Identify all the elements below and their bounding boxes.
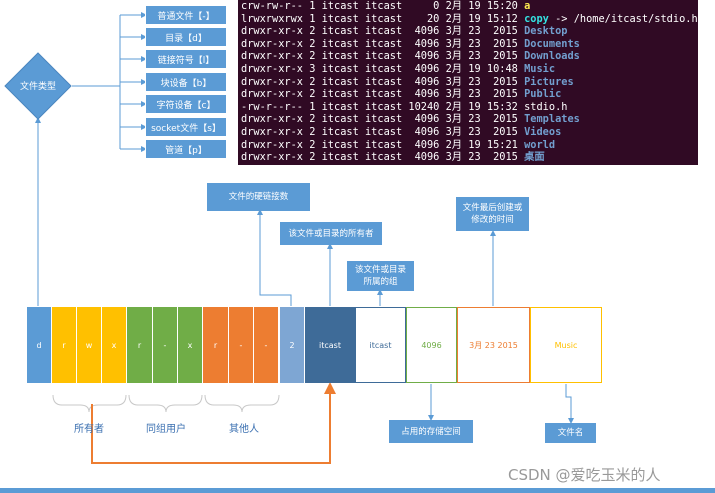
terminal-line-filename: a	[524, 0, 531, 12]
terminal-line-meta: crw-rw-r-- 1 itcast itcast 0 2月 19 15:20	[241, 0, 525, 12]
cell-filename: Music	[530, 307, 602, 383]
terminal-line-meta: drwxr-xr-x 2 itcast itcast 4096 3月 23 20…	[241, 125, 525, 138]
callout-mtime: 文件最后创建或修改的时间	[456, 197, 529, 231]
type-regular-file: 普通文件【-】	[145, 5, 227, 25]
terminal-line: drwxr-xr-x 2 itcast itcast 4096 3月 23 20…	[241, 126, 698, 139]
file-type-diamond: 文件类型	[4, 52, 72, 120]
terminal-line: drwxr-xr-x 2 itcast itcast 4096 3月 23 20…	[241, 50, 698, 63]
cell-owner-write: w	[77, 307, 102, 383]
type-symlink: 链接符号【l】	[145, 49, 227, 69]
terminal-line-meta: drwxr-xr-x 2 itcast itcast 4096 3月 23 20…	[241, 88, 525, 101]
terminal-line-meta: drwxr-xr-x 2 itcast itcast 4096 3月 23 20…	[241, 37, 525, 50]
terminal-line-meta: drwxr-xr-x 2 itcast itcast 4096 3月 23 20…	[241, 25, 525, 38]
terminal-line-filename: copy	[524, 12, 549, 25]
cell-date: 3月 23 2015	[457, 307, 530, 383]
callout-group: 该文件或目录所属的组	[347, 261, 414, 291]
label-owner: 所有者	[74, 424, 104, 435]
cell-other-exec: -	[254, 307, 279, 383]
type-char-device: 字符设备【c】	[145, 94, 227, 114]
terminal-line: -rw-r--r-- 1 itcast itcast 10240 2月 19 1…	[241, 101, 698, 114]
terminal-line-filename: Videos	[524, 125, 562, 138]
terminal-line-meta: -rw-r--r-- 1 itcast itcast 10240 2月 19 1…	[241, 100, 525, 113]
terminal-line-filename: Desktop	[524, 25, 568, 38]
terminal-line-filename: stdio.h	[524, 100, 568, 113]
cell-other-read: r	[203, 307, 229, 383]
terminal-line-meta: drwxr-xr-x 2 itcast itcast 4096 3月 23 20…	[241, 113, 525, 126]
terminal-line-filename: Pictures	[524, 75, 574, 88]
cell-other-write: -	[229, 307, 254, 383]
terminal-line: drwxr-xr-x 2 itcast itcast 4096 3月 23 20…	[241, 113, 698, 126]
cell-owner-read: r	[52, 307, 77, 383]
label-other: 其他人	[229, 424, 259, 435]
terminal-line-meta: drwxr-xr-x 2 itcast itcast 4096 2月 19 15…	[241, 138, 525, 151]
cell-owner-exec: x	[102, 307, 127, 383]
terminal-line: drwxr-xr-x 2 itcast itcast 4096 3月 23 20…	[241, 25, 698, 38]
cell-file-type: d	[27, 307, 52, 383]
cell-group-exec: x	[178, 307, 203, 383]
cell-link-count: 2	[280, 307, 305, 383]
terminal-line-filename: 桌面	[524, 151, 545, 164]
file-type-title: 文件类型	[19, 82, 56, 92]
terminal-listing: crw-rw-r-- 1 itcast itcast 0 2月 19 15:20…	[238, 0, 698, 165]
type-socket: socket文件【s】	[145, 117, 227, 137]
terminal-line: lrwxrwxrwx 1 itcast itcast 20 2月 19 15:1…	[241, 13, 698, 26]
cell-group-read: r	[127, 307, 153, 383]
terminal-line: drwxr-xr-x 2 itcast itcast 4096 3月 23 20…	[241, 151, 698, 164]
terminal-line: drwxr-xr-x 2 itcast itcast 4096 3月 23 20…	[241, 88, 698, 101]
type-pipe: 管道【p】	[145, 139, 227, 159]
bottom-bar	[0, 488, 715, 493]
terminal-line-meta: lrwxrwxrwx 1 itcast itcast 20 2月 19 15:1…	[241, 12, 525, 25]
type-block-device: 块设备【b】	[145, 72, 227, 92]
terminal-line: drwxr-xr-x 3 itcast itcast 4096 2月 19 10…	[241, 63, 698, 76]
terminal-line-meta: drwxr-xr-x 2 itcast itcast 4096 3月 23 20…	[241, 75, 525, 88]
cell-owner-name: itcast	[305, 307, 355, 383]
terminal-line: drwxr-xr-x 2 itcast itcast 4096 2月 19 15…	[241, 139, 698, 152]
terminal-line-filename: world	[524, 138, 556, 151]
terminal-line: drwxr-xr-x 2 itcast itcast 4096 3月 23 20…	[241, 76, 698, 89]
terminal-line-link-target: -> /home/itcast/stdio.h	[548, 12, 698, 25]
callout-owner: 该文件或目录的所有者	[280, 222, 382, 245]
cell-size: 4096	[406, 307, 457, 383]
terminal-line: crw-rw-r-- 1 itcast itcast 0 2月 19 15:20…	[241, 0, 698, 13]
terminal-line-filename: Downloads	[524, 50, 580, 63]
terminal-line-filename: Public	[524, 88, 562, 101]
terminal-line-meta: drwxr-xr-x 2 itcast itcast 4096 3月 23 20…	[241, 151, 525, 164]
label-group: 同组用户	[146, 424, 186, 435]
terminal-line-filename: Templates	[524, 113, 580, 126]
cell-group-write: -	[153, 307, 178, 383]
cell-group-name: itcast	[355, 307, 406, 383]
callout-hardlinks: 文件的硬链接数	[207, 183, 310, 211]
terminal-line: drwxr-xr-x 2 itcast itcast 4096 3月 23 20…	[241, 38, 698, 51]
terminal-line-meta: drwxr-xr-x 2 itcast itcast 4096 3月 23 20…	[241, 50, 525, 63]
terminal-line-filename: Music	[524, 62, 556, 75]
watermark: CSDN @爱吃玉米的人	[508, 466, 661, 484]
terminal-line-filename: Documents	[524, 37, 580, 50]
terminal-line-meta: drwxr-xr-x 3 itcast itcast 4096 2月 19 10…	[241, 62, 525, 75]
callout-size: 占用的存储空间	[389, 420, 473, 443]
type-directory: 目录【d】	[145, 27, 227, 47]
callout-filename: 文件名	[545, 423, 596, 443]
